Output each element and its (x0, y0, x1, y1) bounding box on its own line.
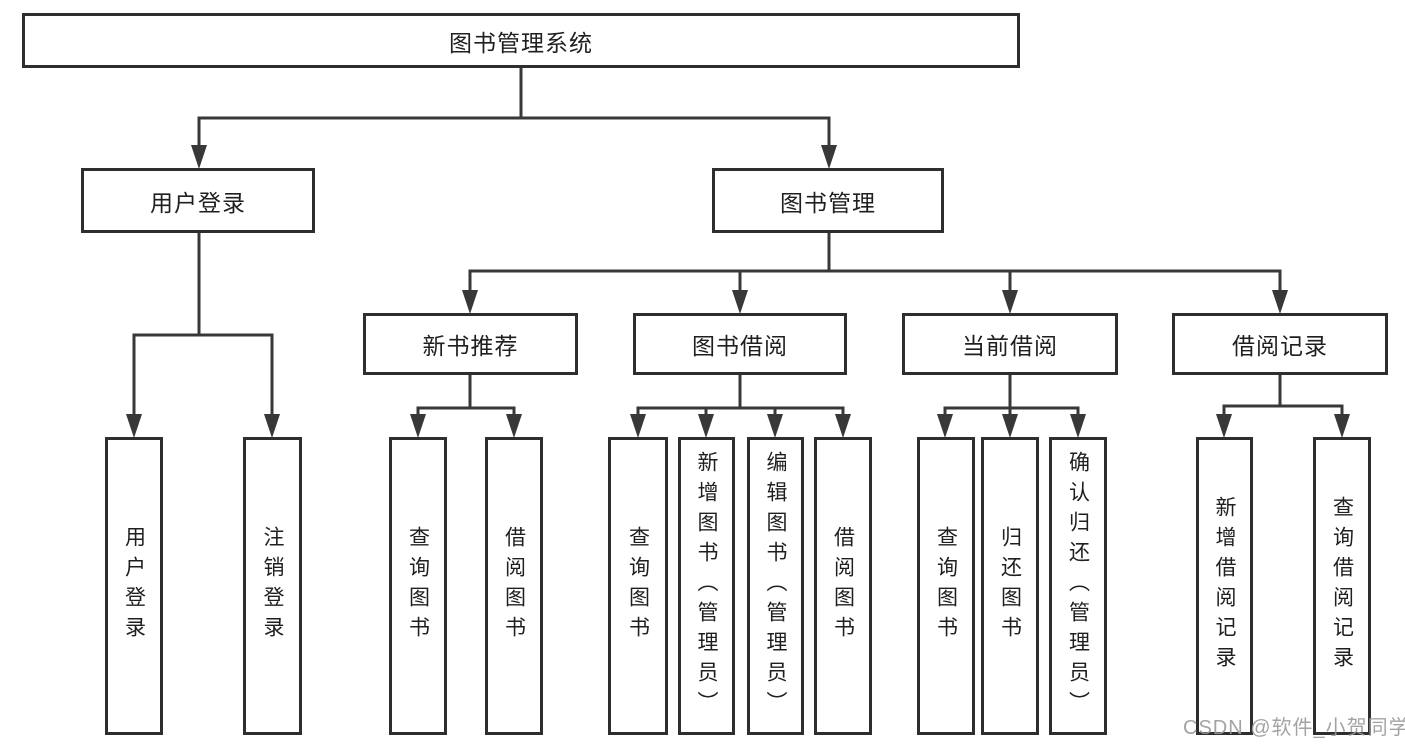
node-new-book-recommend: 新书推荐 (363, 313, 578, 375)
node-current-borrowing-label: 当前借阅 (962, 333, 1058, 359)
leaf-query-borrow-record-label: 查询借阅记录 (1330, 496, 1354, 676)
leaf-user-login: 用户登录 (105, 437, 163, 735)
leaf-borrow-books-borrowing: 借阅图书 (814, 437, 872, 735)
node-book-management: 图书管理 (712, 168, 944, 233)
leaf-confirm-return-admin: 确认归还（管理员） (1049, 437, 1107, 735)
leaf-query-books-current: 查询图书 (917, 437, 975, 735)
leaf-return-books: 归还图书 (981, 437, 1039, 735)
leaf-query-books-recommend: 查询图书 (389, 437, 447, 735)
node-library-system-label: 图书管理系统 (449, 29, 593, 56)
node-user-login: 用户登录 (81, 168, 315, 233)
node-book-management-label: 图书管理 (780, 189, 876, 216)
leaf-query-books-recommend-label: 查询图书 (406, 526, 430, 646)
node-borrow-records-label: 借阅记录 (1232, 333, 1328, 359)
leaf-edit-book-admin: 编辑图书（管理员） (747, 437, 804, 735)
leaf-add-book-admin-label: 新增图书（管理员） (695, 451, 718, 721)
node-book-borrowing: 图书借阅 (633, 313, 847, 375)
leaf-return-books-label: 归还图书 (998, 526, 1022, 646)
leaf-user-login-label: 用户登录 (122, 526, 146, 646)
node-new-book-recommend-label: 新书推荐 (422, 333, 519, 359)
leaf-query-books-current-label: 查询图书 (934, 526, 958, 646)
leaf-query-books-borrowing: 查询图书 (608, 437, 668, 735)
leaf-borrow-books-recommend-label: 借阅图书 (502, 526, 526, 646)
node-book-borrowing-label: 图书借阅 (692, 333, 788, 359)
node-library-system: 图书管理系统 (22, 13, 1020, 68)
leaf-borrow-books-borrowing-label: 借阅图书 (831, 526, 855, 646)
leaf-query-books-borrowing-label: 查询图书 (626, 526, 650, 646)
leaf-add-borrow-record: 新增借阅记录 (1196, 437, 1253, 735)
leaf-add-borrow-record-label: 新增借阅记录 (1213, 496, 1236, 676)
node-borrow-records: 借阅记录 (1172, 313, 1388, 375)
leaf-add-book-admin: 新增图书（管理员） (678, 437, 735, 735)
node-current-borrowing: 当前借阅 (902, 313, 1118, 375)
watermark-text: CSDN @软件_小贺同学 (1183, 717, 1405, 739)
leaf-logout-label: 注销登录 (261, 526, 284, 646)
leaf-edit-book-admin-label: 编辑图书（管理员） (764, 451, 787, 721)
leaf-confirm-return-admin-label: 确认归还（管理员） (1066, 451, 1090, 721)
leaf-borrow-books-recommend: 借阅图书 (485, 437, 543, 735)
leaf-query-borrow-record: 查询借阅记录 (1313, 437, 1371, 735)
leaf-logout: 注销登录 (243, 437, 302, 735)
node-user-login-label: 用户登录 (150, 189, 246, 216)
